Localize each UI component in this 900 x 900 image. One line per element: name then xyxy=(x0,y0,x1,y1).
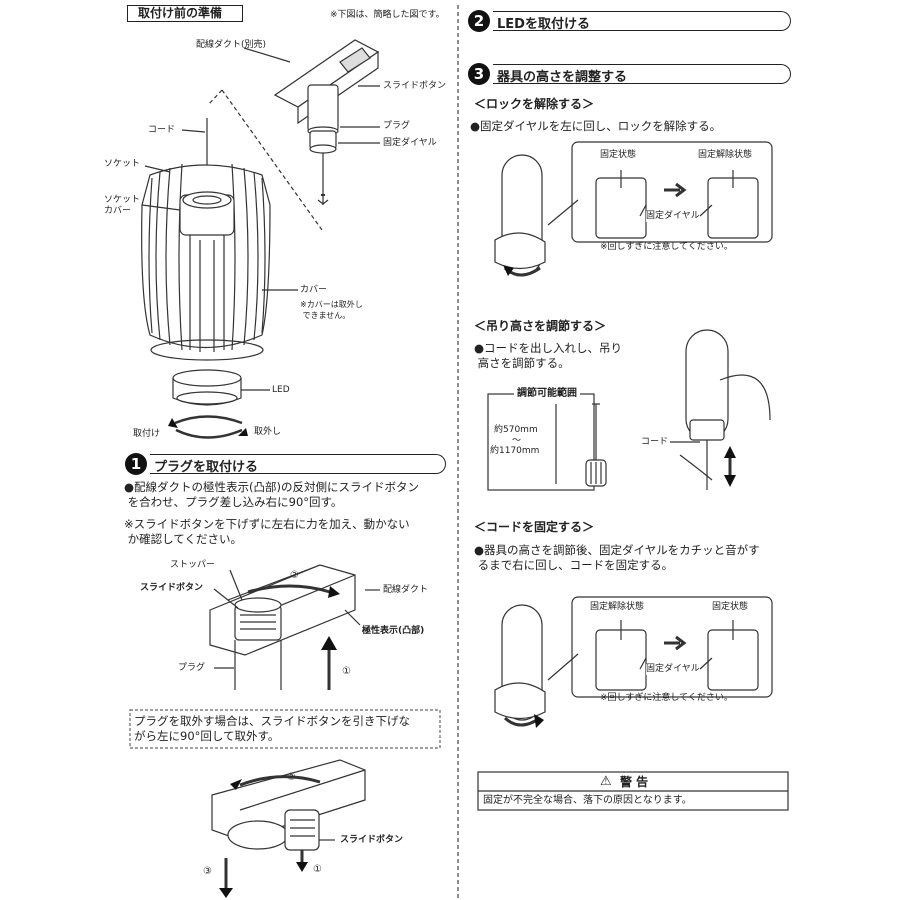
step1-text1: ●配線ダクトの極性表示(凸部)の反対側にスライドボタン を合わせ、プラグ差し込み… xyxy=(124,480,420,509)
step2-header-bar: LEDを取付ける xyxy=(493,11,791,32)
step2-number: 2 xyxy=(468,10,490,32)
led-disc-drawing xyxy=(172,369,242,406)
range-from: 約570mm xyxy=(494,425,538,435)
prep-note: ※下図は、簡略した図です。 xyxy=(330,10,445,20)
step1-label-stopper: ストッパー xyxy=(170,560,216,570)
unlock-drawing xyxy=(494,141,773,277)
plug-removal-drawing xyxy=(211,759,366,898)
fix-drawing xyxy=(494,596,773,728)
step1-label-plug: プラグ xyxy=(178,663,206,673)
height-drawing xyxy=(487,329,771,491)
label-plug: プラグ xyxy=(383,121,411,131)
step3-title: 器具の高さを調整する xyxy=(497,70,628,85)
fix-text: ●器具の高さを調節後、固定ダイヤルをカチッと音がす るまで右に回し、コードを固定… xyxy=(474,543,760,572)
step1-header-bar: プラグを取付ける xyxy=(150,454,446,475)
label-duct: 配線ダクト(別売) xyxy=(196,40,267,50)
warning-title: 警 告 xyxy=(620,775,649,789)
unlock-dial-label: 固定ダイヤル xyxy=(646,211,700,222)
label-led: LED xyxy=(272,385,290,395)
fix-warn: ※回しすぎに注意してください。 xyxy=(600,693,733,703)
label-socket: ソケット xyxy=(104,159,141,169)
prep-title-box xyxy=(127,5,243,22)
lamp-cage-drawing xyxy=(141,118,271,361)
removal-label-slide-button: スライドボタン xyxy=(340,835,404,845)
fix-heading: ＜コードを固定する＞ xyxy=(474,520,595,534)
step1-marker-1: ① xyxy=(342,666,351,677)
unlock-warn: ※回しすぎに注意してください。 xyxy=(600,242,733,252)
label-slide-button: スライドボタン xyxy=(383,81,447,91)
label-cover-note: ※カバーは取外し できません。 xyxy=(300,300,363,320)
step1-number: 1 xyxy=(125,453,147,475)
step3-header-bar: 器具の高さを調整する xyxy=(493,64,791,85)
fix-state-released: 固定解除状態 xyxy=(590,602,645,612)
unlock-heading: ＜ロックを解除する＞ xyxy=(474,97,595,111)
fix-dial-label: 固定ダイヤル xyxy=(646,664,700,675)
step1-marker-2: ② xyxy=(290,570,299,581)
step1-label-slide-button: スライドボタン xyxy=(140,583,204,593)
removal-note: プラグを取外す場合は、スライドボタンを引き下げな がら左に90°回して取外す。 xyxy=(134,714,410,743)
label-cover: カバー xyxy=(300,285,328,295)
label-attach: 取付け xyxy=(133,429,161,439)
fix-state-fixed: 固定状態 xyxy=(712,602,749,612)
duct-plug-drawing xyxy=(273,39,380,205)
label-socket-cover: ソケット カバー xyxy=(104,195,141,216)
step1-text2: ※スライドボタンを下げずに左右に力を加え、動かない か確認してください。 xyxy=(124,517,410,546)
step1-title: プラグを取付ける xyxy=(154,460,259,475)
unlock-text: ●固定ダイヤルを左に回し、ロックを解除する。 xyxy=(470,119,722,133)
removal-marker-3: ③ xyxy=(203,866,212,877)
range-title: 調節可能範囲 xyxy=(514,388,580,400)
step1-label-duct: 配線ダクト xyxy=(383,585,429,595)
prep-title: 取付け前の準備 xyxy=(138,6,223,20)
warning-icon: ⚠ xyxy=(600,774,612,789)
label-cord: コード xyxy=(148,125,176,135)
unlock-state-fixed: 固定状態 xyxy=(600,150,637,160)
removal-marker-1: ① xyxy=(313,864,322,875)
range-separator: 〜 xyxy=(512,436,522,446)
step1-label-polarity: 極性表示(凸部) xyxy=(362,626,425,636)
label-detach: 取外し xyxy=(254,427,282,437)
step3-number: 3 xyxy=(468,63,490,85)
height-heading: ＜吊り高さを調節する＞ xyxy=(474,319,607,333)
warning-text: 固定が不完全な場合、落下の原因となります。 xyxy=(483,795,692,806)
step2-title: LEDを取付ける xyxy=(497,17,590,32)
range-to: 約1170mm xyxy=(490,446,540,456)
plug-install-drawing xyxy=(209,564,380,690)
height-cord-label: コード xyxy=(641,437,669,447)
removal-marker-2: ② xyxy=(287,772,296,783)
unlock-state-released: 固定解除状態 xyxy=(698,150,753,160)
label-fixing-dial: 固定ダイヤル xyxy=(383,138,437,148)
height-text: ●コードを出し入れし、吊り 高さを調節する。 xyxy=(474,341,623,370)
